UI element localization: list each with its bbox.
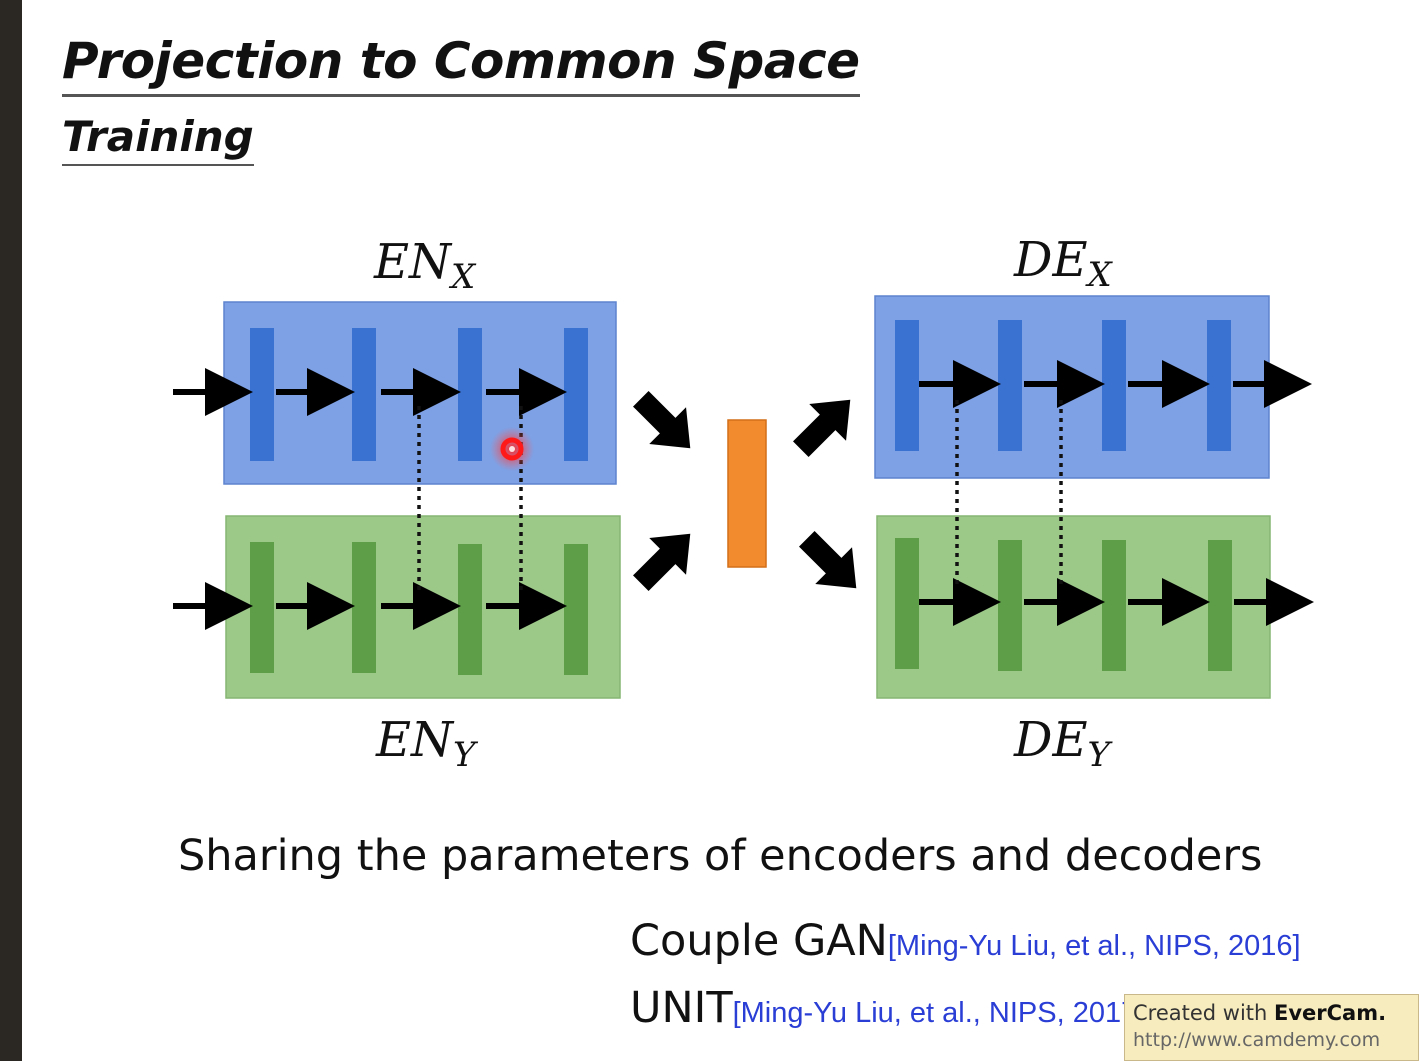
reference-line: Couple GAN[Ming-Yu Liu, et al., NIPS, 20… (630, 913, 1301, 978)
decoder-x-layer (1207, 320, 1231, 451)
encoder-y-layer (250, 542, 274, 673)
reference-line: UNIT[Ming-Yu Liu, et al., NIPS, 2017] (630, 980, 1145, 1045)
decoder-x-layer (895, 320, 919, 451)
watermark-line-2: http://www.camdemy.com (1133, 1029, 1381, 1051)
encoder-x-layer (250, 328, 274, 461)
reference-citation: [Ming-Yu Liu, et al., NIPS, 2016] (887, 930, 1301, 962)
decoder-y-layer (1102, 540, 1126, 671)
decoder-y-layer (998, 540, 1022, 671)
decoder-y-layer (1208, 540, 1232, 671)
watermark-line-1: Created with EverCam. (1133, 1001, 1387, 1025)
encoder-x-label: ENX (374, 234, 476, 297)
big-arrow-latent-to-decoder-y (799, 531, 857, 589)
encoder-x-layer (352, 328, 376, 461)
encoder-x-layer (458, 328, 482, 461)
encoder-x-layer (564, 328, 588, 461)
decoder-x-layer (998, 320, 1022, 451)
encoder-y-layer (458, 544, 482, 675)
caption-text: Sharing the parameters of encoders and d… (178, 831, 1263, 881)
evercam-watermark: Created with EverCam. http://www.camdemy… (1124, 994, 1419, 1061)
decoder-y-block (876, 515, 1271, 699)
decoder-y-label: DEY (1014, 712, 1110, 775)
common-latent-code (727, 419, 767, 568)
decoder-y-layer (895, 538, 919, 669)
decoder-x-label: DEX (1014, 232, 1112, 295)
laser-pointer-icon (490, 427, 534, 471)
shared-parameter-links (417, 400, 1063, 592)
slide-subtitle: Training (62, 110, 254, 166)
encoder-y-label: ENY (376, 712, 476, 775)
encoder-y-layer (564, 544, 588, 675)
reference-citation: [Ming-Yu Liu, et al., NIPS, 2017] (732, 997, 1146, 1029)
reference-name: UNIT (630, 983, 733, 1033)
big-arrow-encoder-x-to-latent (633, 391, 691, 449)
big-arrow-latent-to-decoder-x (793, 399, 851, 457)
slide-title: Projection to Common Space (62, 30, 860, 97)
slide-left-edge (0, 0, 22, 1061)
decoder-x-layer (1102, 320, 1126, 451)
reference-name: Couple GAN (630, 916, 888, 966)
projection-arrows (633, 391, 857, 591)
big-arrow-encoder-y-to-latent (633, 533, 691, 591)
encoder-y-layer (352, 542, 376, 673)
